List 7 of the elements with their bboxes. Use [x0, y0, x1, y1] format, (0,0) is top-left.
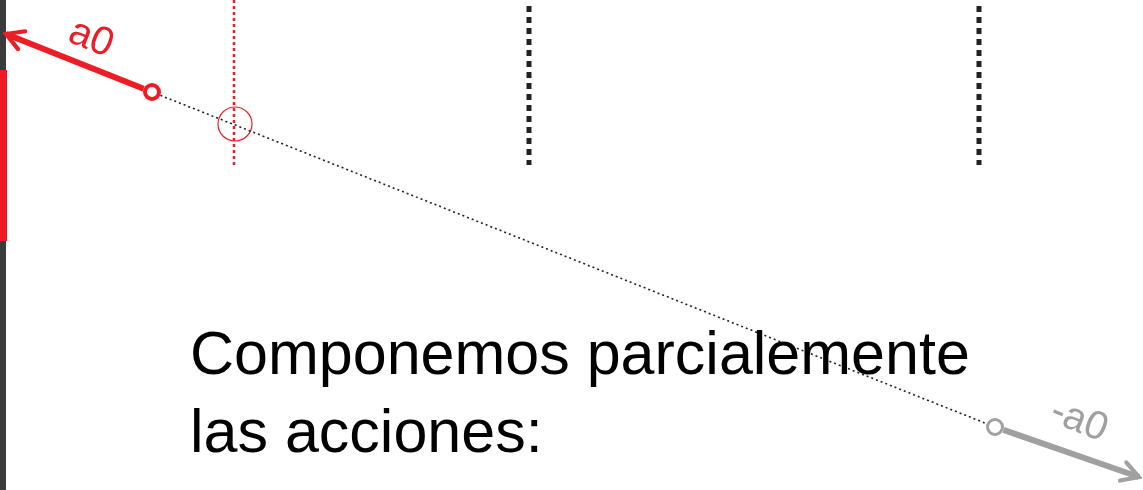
- edge-label: -a0: [1045, 388, 1115, 448]
- note-text: Componemos parcialemente las acciones:: [190, 318, 971, 467]
- arrow: [1002, 427, 1142, 483]
- edge-label: a0: [63, 9, 121, 63]
- circle-marker: [143, 83, 161, 101]
- circle-marker: [986, 418, 1004, 436]
- arrow: [3, 29, 145, 92]
